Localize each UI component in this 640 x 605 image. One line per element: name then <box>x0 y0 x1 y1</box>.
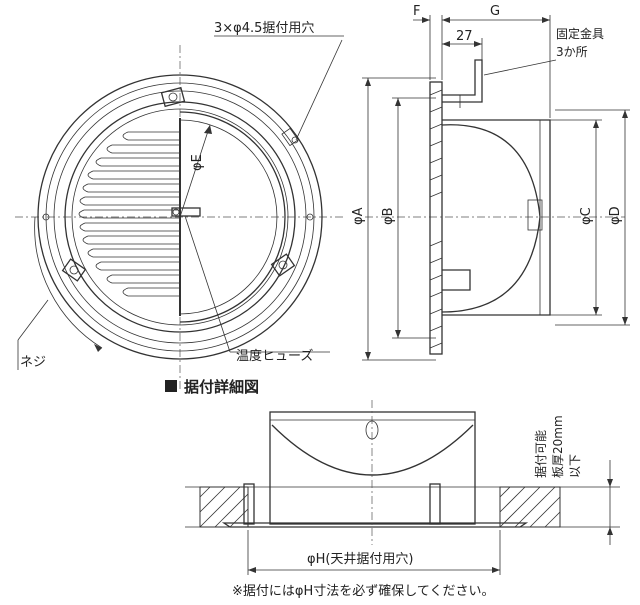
phi-d-label: φD <box>608 206 623 225</box>
dim-27-label: 27 <box>456 29 473 44</box>
phi-c-label: φC <box>579 207 594 225</box>
installation-detail <box>185 400 620 575</box>
or-less-label: 以下 <box>568 454 582 478</box>
phi-b-label: φB <box>381 208 396 226</box>
fixing-bracket-label: 固定金具 <box>556 26 604 41</box>
thermal-fuse-label: 温度ヒューズ <box>236 348 313 364</box>
side-view <box>362 15 630 361</box>
fixing-bracket-count: 3か所 <box>556 45 588 59</box>
screw-label: ネジ <box>20 355 46 370</box>
section-title-marker <box>165 380 177 392</box>
dim-g-label: G <box>490 4 500 19</box>
phi-a-label: φA <box>351 207 366 225</box>
thickness-label: 板厚20mm <box>551 415 565 478</box>
mount-holes-label: 3×φ4.5据付用穴 <box>214 21 314 36</box>
mountable-label: 据付可能 <box>534 430 548 478</box>
louvers <box>78 131 180 297</box>
section-title: 据付詳細図 <box>184 378 259 396</box>
installation-note: ※据付にはφH寸法を必ず確保してください。 <box>232 583 494 599</box>
front-view <box>15 39 345 390</box>
phi-e-label: φE <box>190 154 205 171</box>
phi-h-label: φH(天井据付用穴) <box>307 552 414 567</box>
dim-f-label: F <box>413 4 420 19</box>
